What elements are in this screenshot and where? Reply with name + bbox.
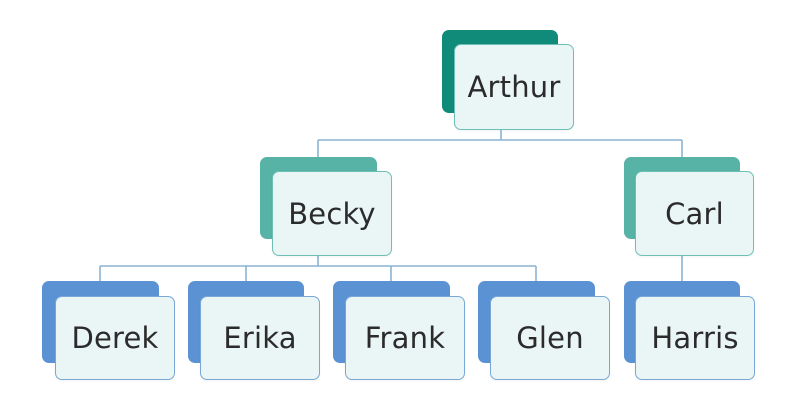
node-glen-card: Glen bbox=[490, 296, 610, 380]
node-becky-card: Becky bbox=[272, 171, 392, 256]
node-carl-label: Carl bbox=[665, 196, 724, 231]
node-harris-label: Harris bbox=[651, 321, 739, 355]
node-arthur-label: Arthur bbox=[467, 70, 561, 104]
node-derek-label: Derek bbox=[71, 321, 159, 355]
node-frank-card: Frank bbox=[345, 296, 465, 380]
node-becky-label: Becky bbox=[288, 196, 376, 231]
node-arthur-card: Arthur bbox=[454, 44, 574, 130]
node-erika-label: Erika bbox=[223, 321, 297, 355]
node-harris-card: Harris bbox=[635, 296, 755, 380]
node-frank-label: Frank bbox=[364, 321, 446, 355]
node-derek-card: Derek bbox=[55, 296, 175, 380]
node-carl-card: Carl bbox=[635, 171, 754, 256]
node-erika-card: Erika bbox=[200, 296, 320, 380]
node-glen-label: Glen bbox=[516, 321, 584, 355]
